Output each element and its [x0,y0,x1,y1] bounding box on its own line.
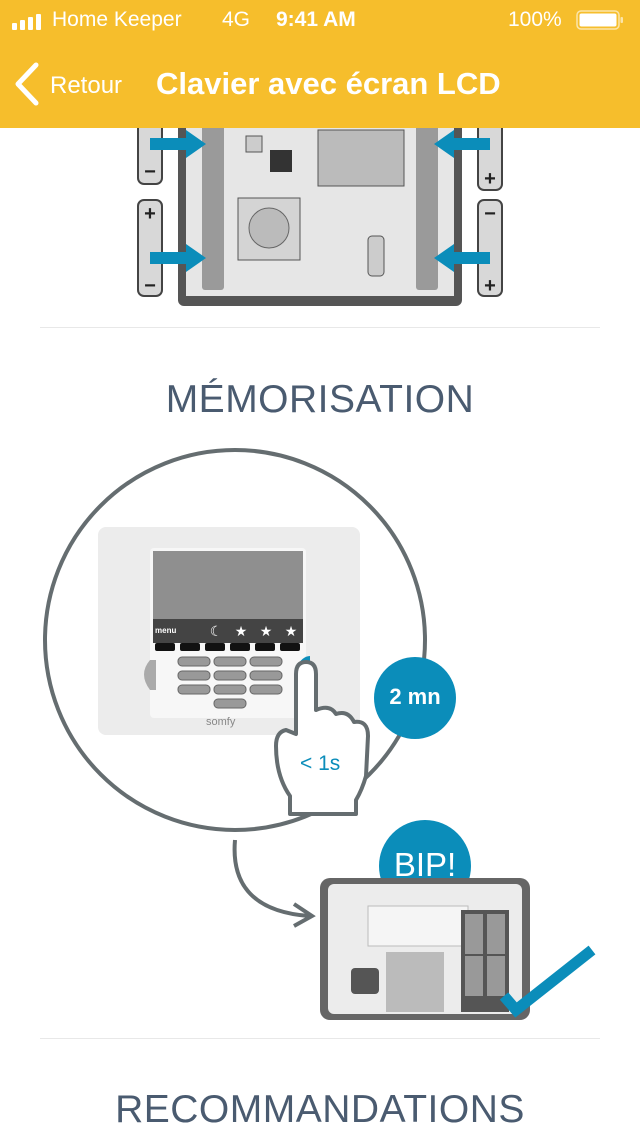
status-bar: Home Keeper 4G 9:41 AM 100% [0,8,640,34]
svg-text:★: ★ [235,623,248,639]
signal-icon [12,12,48,36]
brand-logo: somfy [206,716,236,728]
chevron-left-icon [15,62,39,106]
duration-badge: 2 mn [389,684,441,709]
time: 9:41 AM [276,8,356,31]
section-title-recommandations: RECOMMANDATIONS [115,1088,525,1131]
back-label: Retour [50,72,123,99]
svg-text:+: + [144,203,156,225]
network: 4G [222,8,251,31]
divider [40,327,600,328]
svg-text:☾: ☾ [210,623,223,639]
battery-icon [576,10,624,36]
svg-text:−: − [144,275,156,297]
svg-text:+: + [484,168,496,190]
section-title-memorisation: MÉMORISATION [165,378,475,421]
svg-text:★: ★ [260,623,273,639]
divider [40,1038,600,1039]
battery-percent: 100% [508,8,562,31]
svg-text:+: + [484,275,496,297]
back-button[interactable]: Retour [14,62,122,106]
svg-text:−: − [484,203,496,225]
nav-header: Home Keeper 4G 9:41 AM 100% Retour Clavi… [0,0,640,128]
beep-badge: BIP! [393,846,457,883]
battery-install-illustration: − + − + − + [137,100,503,306]
svg-text:−: − [144,161,156,183]
carrier: Home Keeper [52,8,182,31]
svg-text:★: ★ [285,623,298,639]
page-title: Clavier avec écran LCD [156,66,501,101]
press-time-label: < 1s [300,752,341,775]
menu-key-label: menu [155,626,177,635]
